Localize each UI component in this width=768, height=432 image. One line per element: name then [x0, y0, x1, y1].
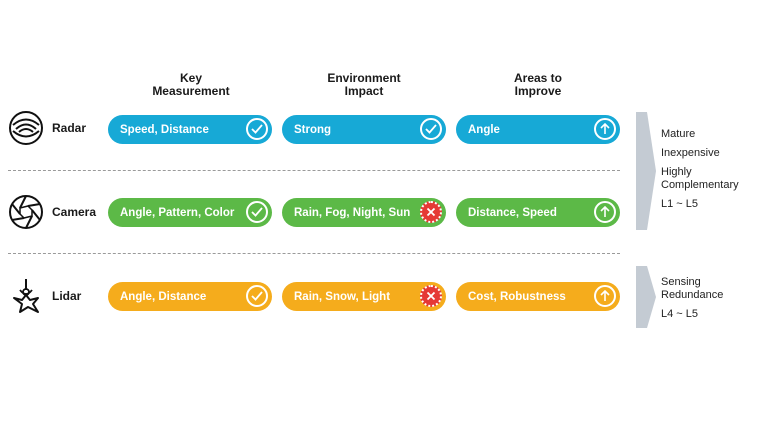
cross-icon	[420, 201, 442, 223]
header-environment-impact-line2: Impact	[344, 84, 384, 98]
camera-key-measurement-text: Angle, Pattern, Color	[120, 206, 235, 219]
row-label-camera: Camera	[52, 205, 97, 219]
header-key-measurement: Key Measurement	[106, 72, 276, 98]
header-key-measurement-line2: Measurement	[152, 84, 230, 98]
row-camera-label: Camera	[8, 194, 96, 230]
arrow-up-icon	[594, 201, 616, 223]
radar-areas-to-improve-text: Angle	[468, 123, 500, 136]
summary-mature: Mature	[661, 128, 696, 140]
camera-environment-impact-text: Rain, Fog, Night, Sun	[294, 206, 411, 219]
check-icon	[246, 201, 268, 223]
row-radar-label: Radar	[8, 110, 86, 146]
row-label-lidar: Lidar	[52, 289, 82, 303]
row-lidar-label: Lidar	[8, 278, 81, 314]
lidar-key-measurement-text: Angle, Distance	[120, 290, 207, 303]
summary-lidar: Sensing Redundance L4 ~ L5	[661, 276, 749, 327]
lidar-areas-to-improve-text: Cost, Robustness	[468, 290, 566, 303]
summary-levels-lidar: L4 ~ L5	[661, 308, 699, 320]
arrow-up-icon	[594, 118, 616, 140]
lidar-key-measurement-pill: Angle, Distance	[108, 282, 272, 311]
arrow-up-icon	[594, 285, 616, 307]
chevron-right-arrow-lidar	[636, 266, 656, 333]
header-environment-impact-line1: Environment	[327, 71, 401, 85]
lidar-icon	[8, 278, 44, 314]
lidar-areas-to-improve-pill: Cost, Robustness	[456, 282, 620, 311]
check-icon	[420, 118, 442, 140]
radar-icon	[8, 110, 44, 146]
camera-areas-to-improve-text: Distance, Speed	[468, 206, 557, 219]
header-key-measurement-line1: Key	[179, 71, 202, 85]
row-divider	[8, 253, 620, 254]
camera-key-measurement-pill: Angle, Pattern, Color	[108, 198, 272, 227]
row-label-radar: Radar	[52, 121, 87, 135]
cross-icon	[420, 285, 442, 307]
check-icon	[246, 285, 268, 307]
camera-areas-to-improve-pill: Distance, Speed	[456, 198, 620, 227]
header-environment-impact: Environment Impact	[279, 72, 449, 98]
summary-sensing-redundance: Sensing Redundance	[661, 276, 724, 301]
summary-levels-radar-camera: L1 ~ L5	[661, 198, 699, 210]
radar-key-measurement-pill: Speed, Distance	[108, 115, 272, 144]
header-areas-to-improve-line2: Improve	[514, 84, 562, 98]
radar-key-measurement-text: Speed, Distance	[120, 123, 209, 136]
camera-environment-impact-pill: Rain, Fog, Night, Sun	[282, 198, 446, 227]
lidar-environment-impact-pill: Rain, Snow, Light	[282, 282, 446, 311]
summary-highly-complementary: Highly Complementary	[661, 166, 739, 191]
chevron-right-arrow-radar-camera	[636, 112, 656, 235]
radar-areas-to-improve-pill: Angle	[456, 115, 620, 144]
lidar-environment-impact-text: Rain, Snow, Light	[294, 290, 391, 303]
radar-environment-impact-pill: Strong	[282, 115, 446, 144]
summary-inexpensive: Inexpensive	[661, 147, 720, 159]
header-areas-to-improve-line1: Areas to	[513, 71, 563, 85]
radar-environment-impact-text: Strong	[294, 123, 332, 136]
check-icon	[246, 118, 268, 140]
camera-aperture-icon	[8, 194, 44, 230]
row-divider	[8, 170, 620, 171]
summary-radar-camera: Mature Inexpensive Highly Complementary …	[661, 128, 765, 217]
header-areas-to-improve: Areas to Improve	[453, 72, 623, 98]
